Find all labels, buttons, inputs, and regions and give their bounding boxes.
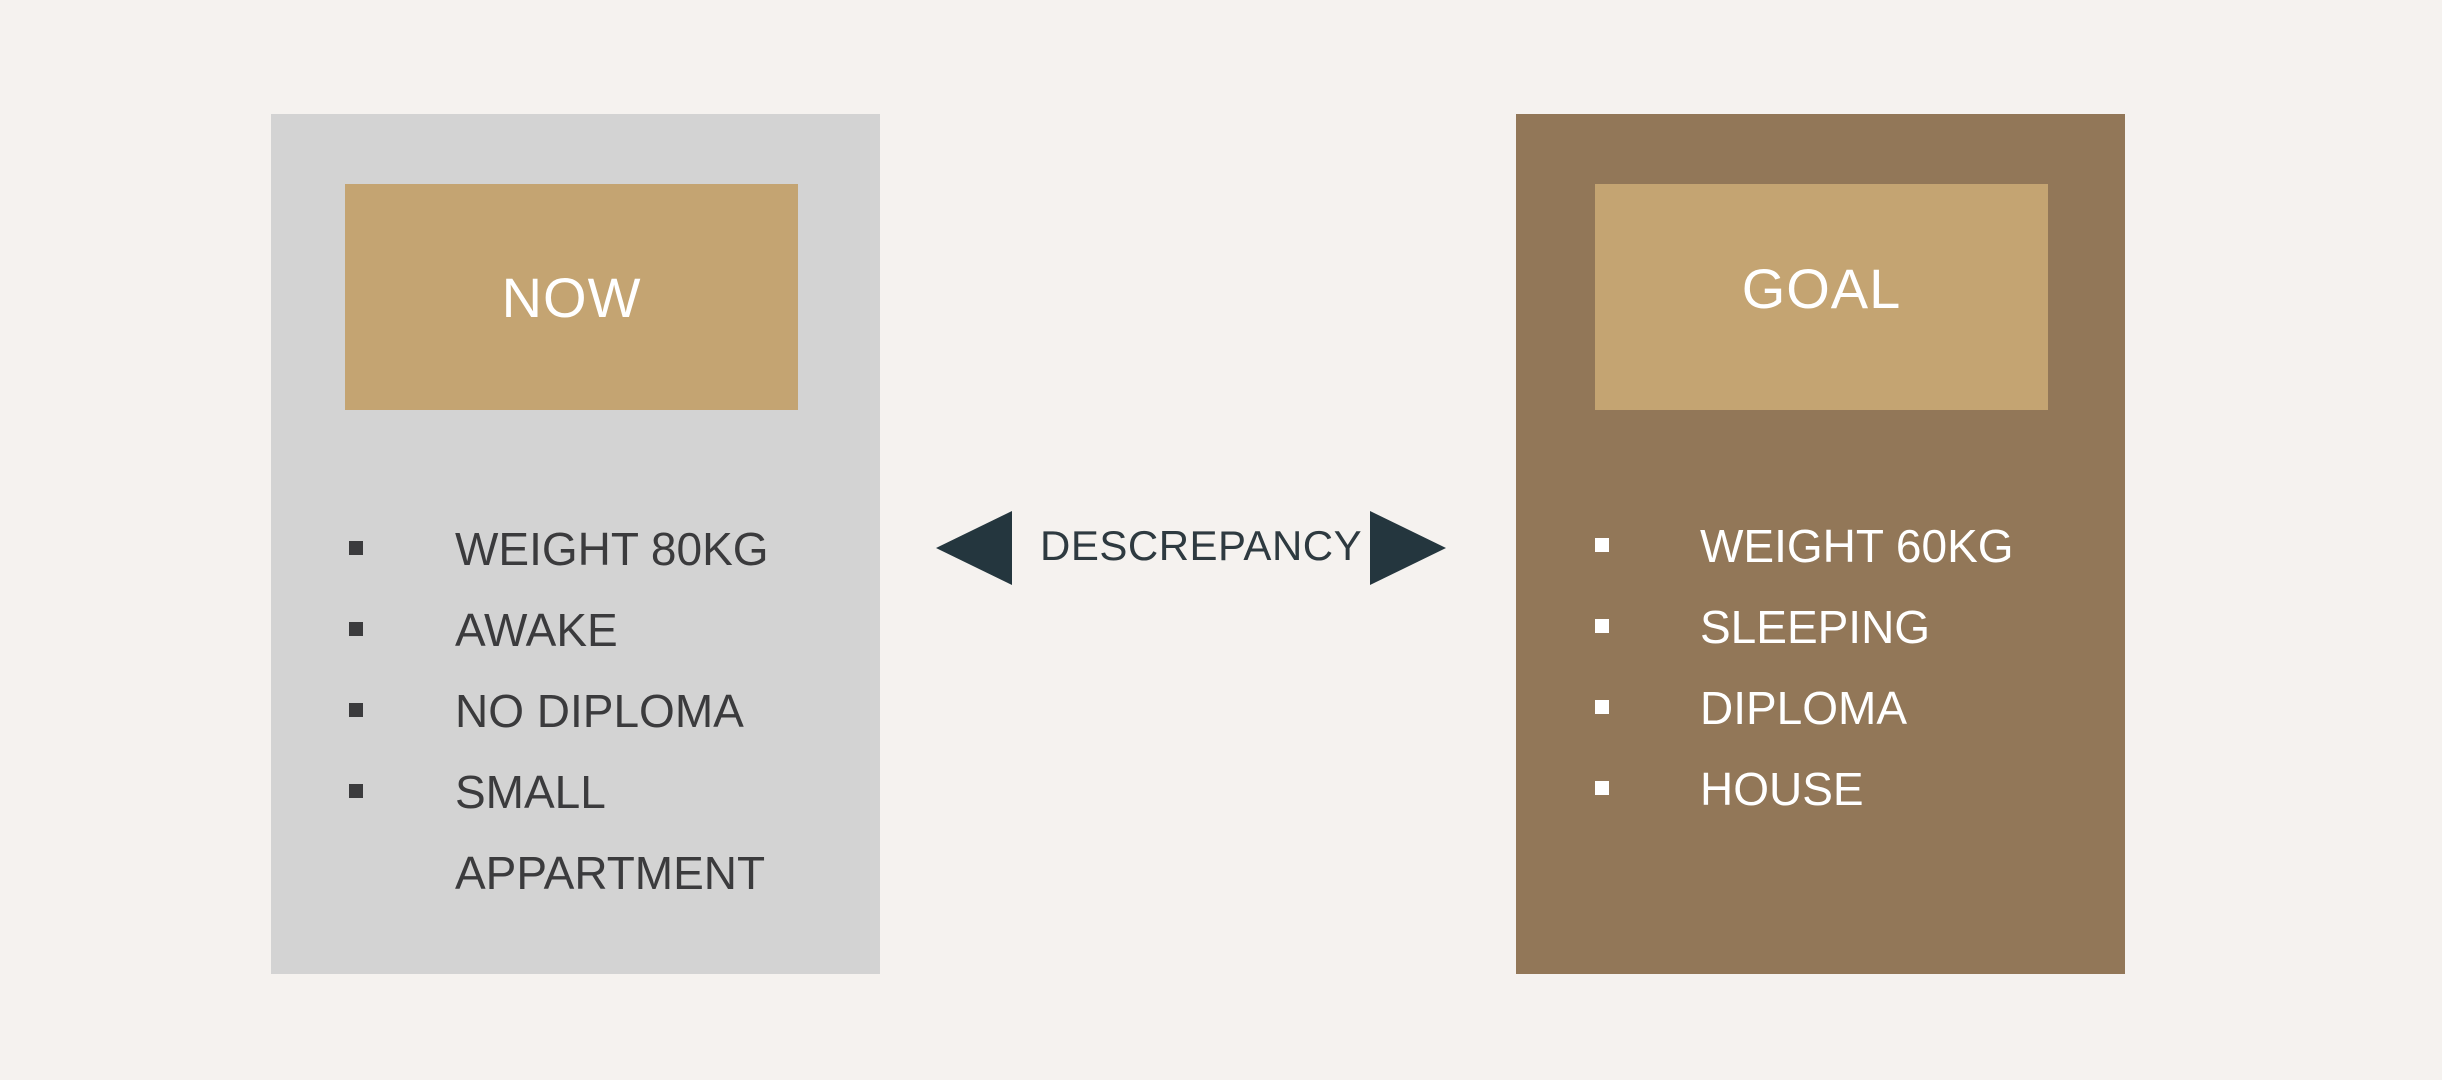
goal-title: GOAL — [1741, 256, 1902, 320]
goal-header-box: GOAL — [1595, 184, 2048, 410]
list-item-label: HOUSE — [1700, 763, 1864, 815]
list-item: WEIGHT 80KG — [271, 509, 769, 590]
list-item-label: AWAKE — [455, 604, 618, 656]
list-item-label: SMALL — [455, 766, 606, 818]
list-item-label: WEIGHT 60KG — [1700, 520, 2014, 572]
square-bullet-icon — [1595, 700, 1609, 714]
list-item-label: NO DIPLOMA — [455, 685, 744, 737]
discrepancy-connector: DESCREPANCY — [936, 508, 1446, 588]
list-item: SMALL — [271, 752, 769, 833]
square-bullet-icon — [1595, 781, 1609, 795]
list-item: NO DIPLOMA — [271, 671, 769, 752]
now-panel: NOW WEIGHT 80KG AWAKE NO DIPLOMA SMALL A… — [271, 114, 880, 974]
goal-list: WEIGHT 60KG SLEEPING DIPLOMA HOUSE — [1516, 506, 2014, 830]
list-item: DIPLOMA — [1516, 668, 2014, 749]
square-bullet-icon — [349, 541, 363, 555]
list-item-label: WEIGHT 80KG — [455, 523, 769, 575]
list-item-label: DIPLOMA — [1700, 682, 1908, 734]
square-bullet-icon — [1595, 538, 1609, 552]
square-bullet-icon — [1595, 619, 1609, 633]
list-item-continuation: APPARTMENT — [271, 833, 769, 914]
now-list: WEIGHT 80KG AWAKE NO DIPLOMA SMALL APPAR… — [271, 509, 769, 914]
list-item: HOUSE — [1516, 749, 2014, 830]
square-bullet-icon — [349, 622, 363, 636]
left-arrow-icon — [936, 511, 1012, 585]
list-item-label: APPARTMENT — [455, 847, 766, 899]
list-item: AWAKE — [271, 590, 769, 671]
square-bullet-icon — [349, 784, 363, 798]
goal-panel: GOAL WEIGHT 60KG SLEEPING DIPLOMA HOUSE — [1516, 114, 2125, 974]
list-item: SLEEPING — [1516, 587, 2014, 668]
now-header-box: NOW — [345, 184, 798, 410]
discrepancy-label: DESCREPANCY — [1040, 522, 1363, 569]
now-title: NOW — [501, 265, 642, 329]
square-bullet-icon — [349, 703, 363, 717]
list-item-label: SLEEPING — [1700, 601, 1931, 653]
right-arrow-icon — [1370, 511, 1446, 585]
list-item: WEIGHT 60KG — [1516, 506, 2014, 587]
